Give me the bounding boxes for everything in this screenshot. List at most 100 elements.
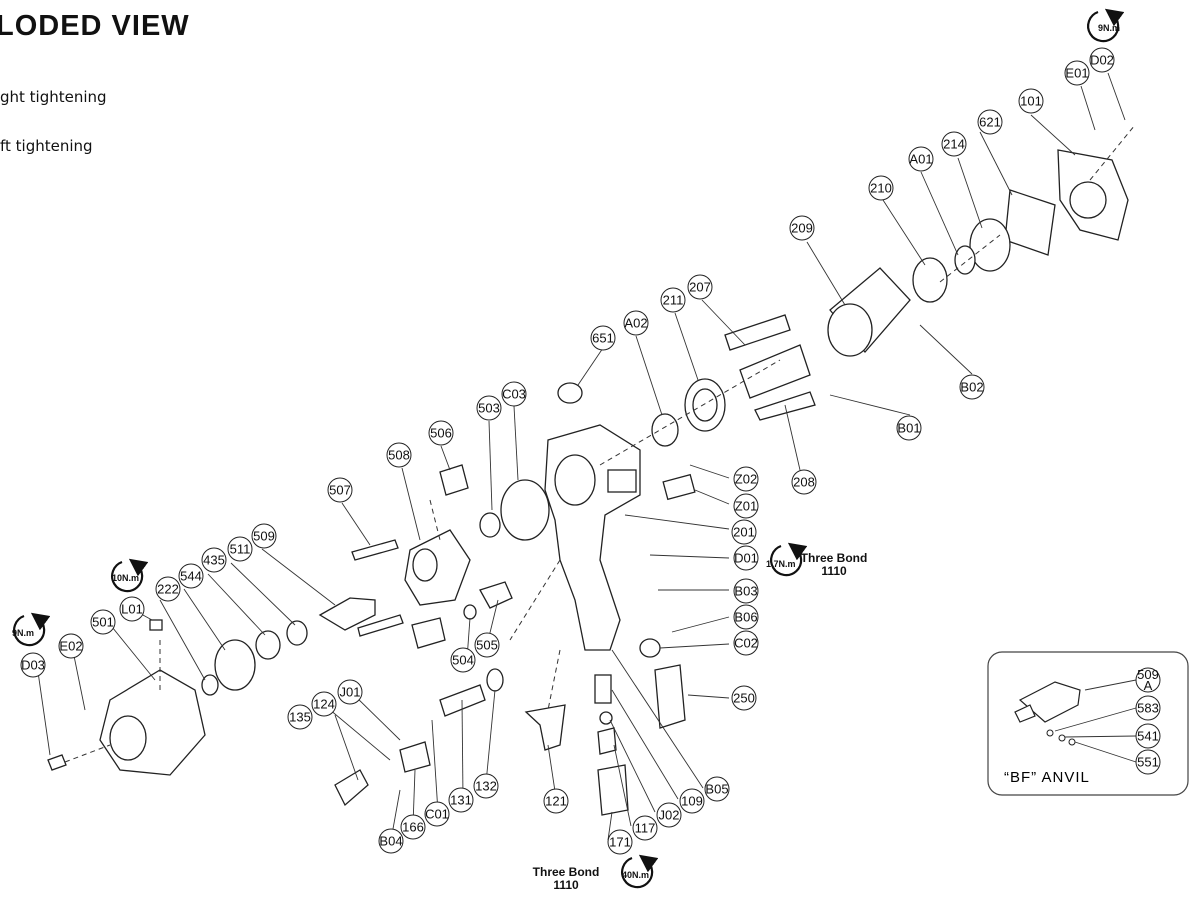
part-callout-j01: J01 [337, 679, 363, 705]
part-callout-506: 506 [428, 420, 454, 446]
part-number: 109 [681, 794, 703, 809]
part-number: C03 [502, 387, 526, 402]
torque-symbol-top: 9N.m [1087, 8, 1125, 43]
part-number: 132 [475, 779, 497, 794]
part-number: 250 [733, 691, 755, 706]
torque-value: 9N.m [1098, 23, 1120, 33]
oring-drawing [557, 382, 583, 404]
part-number: 651 [592, 331, 614, 346]
part-callout-250: 250 [731, 685, 757, 711]
part-callout-222: 222 [155, 576, 181, 602]
ring-drawing [969, 218, 1011, 272]
svg-text:Three Bond: Three Bond [533, 865, 600, 879]
part-number: 208 [793, 475, 815, 490]
part-number: C02 [734, 636, 758, 651]
part-number: A02 [624, 316, 647, 331]
part-callout-c02: C02 [733, 630, 759, 656]
torque-symbol-front-case: 10N.m [111, 558, 149, 593]
trigger-drawing [524, 704, 566, 751]
part-callout-507: 507 [327, 477, 353, 503]
part-number: 544 [180, 569, 202, 584]
part-callout-z01: Z01 [733, 493, 759, 519]
ring-132-drawing [486, 668, 504, 692]
part-number: 222 [157, 582, 179, 597]
part-number: J02 [659, 808, 680, 823]
part-number: A [1144, 678, 1153, 693]
part-callout-207: 207 [687, 274, 713, 300]
part-number: 209 [791, 221, 813, 236]
part-callout-101: 101 [1018, 88, 1044, 114]
part-number: 101 [1020, 94, 1042, 109]
part-number: B02 [960, 380, 983, 395]
legend-left-tightening: ft tightening [0, 137, 93, 155]
part-number: 503 [478, 401, 500, 416]
valve-drawing [654, 664, 686, 729]
torque-symbol-inlet: 40N.m [621, 854, 659, 889]
part-callout-c01: C01 [424, 801, 450, 827]
part-number: 507 [329, 483, 351, 498]
part-callout-b05: B05 [704, 776, 730, 802]
part-callout-201: 201 [731, 519, 757, 545]
part-callout-b04: B04 [378, 828, 404, 854]
part-number: 583 [1137, 701, 1159, 716]
part-number: 505 [476, 638, 498, 653]
part-number: 509 [253, 529, 275, 544]
part-number: 508 [388, 448, 410, 463]
part-number: 435 [203, 553, 225, 568]
end-plate-drawing [912, 257, 948, 303]
part-number: 131 [450, 793, 472, 808]
parts-artwork [47, 149, 1129, 816]
anvil-drawing [318, 597, 376, 631]
part-number: 621 [979, 115, 1001, 130]
part-callout-a01: A01 [908, 146, 934, 172]
gasket-drawing [1004, 189, 1056, 256]
part-number-callouts: 101E01D02621214A01210209B02B01207211208A… [20, 47, 1115, 855]
part-number: 171 [609, 835, 631, 850]
part-callout-131: 131 [448, 787, 474, 813]
part-number: B04 [379, 834, 402, 849]
bushing-drawing [214, 639, 256, 691]
part-callout-505: 505 [474, 632, 500, 658]
reverse-shaft-drawing [439, 684, 486, 717]
part-number: C01 [425, 807, 449, 822]
svg-text:1110: 1110 [821, 564, 847, 578]
washer-drawing [479, 512, 501, 538]
part-number: B05 [705, 782, 728, 797]
part-callout-435: 435 [201, 547, 227, 573]
part-callout-c03: C03 [501, 381, 527, 407]
bearing-front-drawing [651, 413, 679, 447]
part-number: J01 [340, 685, 361, 700]
part-callout-166: 166 [400, 814, 426, 840]
part-number: 207 [689, 280, 711, 295]
sleeve-drawing [286, 620, 308, 646]
plug-drawing [149, 619, 163, 631]
washer-435-drawing [255, 630, 281, 660]
part-number: D01 [734, 551, 758, 566]
part-number: 504 [452, 653, 474, 668]
part-number: 124 [313, 697, 335, 712]
part-number: A01 [909, 152, 932, 167]
part-callout-511: 511 [227, 536, 253, 562]
part-callout-509: 509 [251, 523, 277, 549]
part-callout-l01: L01 [119, 596, 145, 622]
torque-symbol-housing: 1.7N.m [766, 542, 808, 577]
part-number: 506 [430, 426, 452, 441]
part-callout-124: 124 [311, 691, 337, 717]
part-number: B03 [734, 584, 757, 599]
part-callout-a02: A02 [623, 310, 649, 336]
part-callout-211: 211 [660, 287, 686, 313]
part-number: 135 [289, 710, 311, 725]
part-callout-208: 208 [791, 469, 817, 495]
reverse-valve-drawing [479, 581, 513, 609]
part-number: E01 [1065, 66, 1088, 81]
part-callout-121: 121 [543, 788, 569, 814]
svg-text:1110: 1110 [553, 878, 579, 892]
part-callout-132: 132 [473, 773, 499, 799]
torque-symbol-bolt: 9N.m [12, 612, 51, 647]
part-number: 214 [943, 137, 965, 152]
part-number: 541 [1137, 729, 1159, 744]
torque-value: 9N.m [12, 628, 34, 638]
part-number: 166 [402, 820, 424, 835]
